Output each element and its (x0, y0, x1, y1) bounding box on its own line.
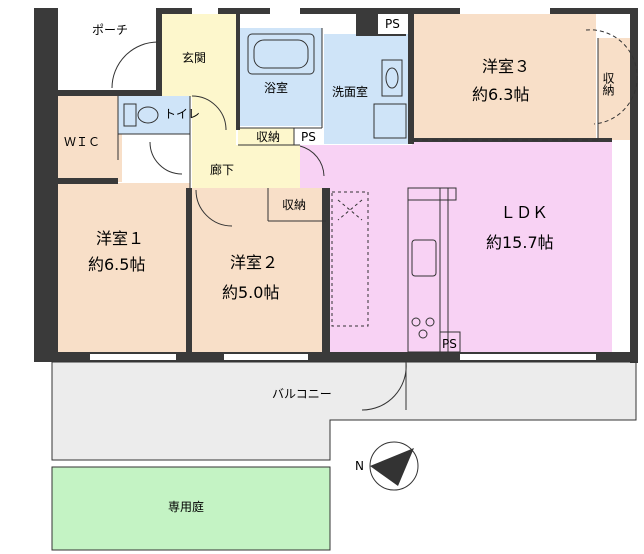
door-room1 (149, 141, 183, 175)
room1-area (58, 183, 190, 353)
label-wic: ＷＩＣ (64, 135, 100, 149)
label-storage-hall: 収納 (256, 130, 280, 144)
washbasin (381, 59, 403, 97)
wall-bath-left (236, 14, 240, 130)
window-room2 (224, 354, 308, 360)
label-room2-size: 約5.0帖 (222, 283, 279, 302)
wall-wash-right (408, 14, 414, 144)
window-room3 (460, 8, 550, 14)
storage-room3-area (598, 38, 632, 140)
balcony-outline (51, 361, 637, 461)
label-entrance: 玄関 (182, 50, 206, 65)
wall-top-bath (240, 8, 406, 14)
wall-room1-room2 (186, 188, 192, 354)
door-washroom (299, 145, 325, 177)
toilet-area (118, 96, 190, 134)
compass-north-label: N (355, 459, 364, 473)
label-storage-room2: 収納 (282, 198, 306, 212)
hallway-area-2 (236, 145, 300, 188)
label-room3-size: 約6.3帖 (472, 85, 529, 104)
garden-area (52, 467, 330, 550)
window-room1 (90, 354, 176, 360)
balcony-area (52, 362, 636, 460)
label-ldk-name: ＬＤＫ (500, 203, 548, 222)
label-balcony: バルコニー (272, 387, 332, 401)
compass-arrow-icon (370, 448, 414, 486)
garden-outline (51, 466, 331, 551)
window-entrance (192, 8, 218, 14)
label-bath: 浴室 (264, 80, 288, 95)
room3-area (412, 12, 596, 140)
label-ps-kitchen: PS (442, 337, 457, 351)
label-room1-name: 洋室１ (96, 229, 144, 248)
washing-machine-pan (373, 103, 407, 139)
label-room2-name: 洋室２ (230, 253, 278, 272)
label-room1-size: 約6.5帖 (88, 255, 145, 274)
door-room3 (585, 29, 638, 125)
window-bath (270, 8, 300, 14)
storage-room2-area (268, 188, 326, 221)
hallway-area (192, 97, 236, 188)
label-porch: ポーチ (92, 23, 128, 37)
label-ps-top: PS (385, 17, 400, 31)
entrance-area (160, 12, 236, 97)
label-garden: 専用庭 (168, 499, 204, 514)
ldk-area (300, 140, 612, 355)
label-storage-room3: 収納 (601, 72, 615, 96)
label-hallway: 廊下 (210, 162, 234, 177)
label-ps-hall: PS (301, 130, 316, 144)
door-toilet (191, 95, 227, 131)
toilet-fixture (123, 103, 137, 127)
wall-room2-ldk (322, 188, 330, 354)
label-room3-name: 洋室３ (482, 57, 530, 76)
wall-entrance-left (156, 8, 162, 96)
ps-top-box (378, 14, 406, 34)
fridge-space (331, 191, 369, 327)
storage-hall-area (238, 128, 294, 145)
label-ldk-size: 約15.7帖 (486, 233, 554, 252)
label-toilet: トイレ (164, 107, 200, 121)
wall-porch-bottom (58, 90, 158, 96)
door-room2 (195, 189, 233, 227)
wic-area (58, 96, 122, 182)
porch-area (58, 8, 158, 93)
bath-area (240, 28, 322, 126)
washroom-area (324, 34, 410, 144)
label-washroom: 洗面室 (332, 84, 368, 99)
window-ldk (460, 354, 596, 360)
wall-wic-room1 (58, 178, 118, 184)
door-entrance (111, 41, 159, 89)
compass: N (355, 441, 419, 491)
wall-bottom (34, 352, 638, 362)
wall-right (630, 8, 638, 363)
bathtub (247, 33, 315, 75)
wall-left (34, 8, 58, 358)
